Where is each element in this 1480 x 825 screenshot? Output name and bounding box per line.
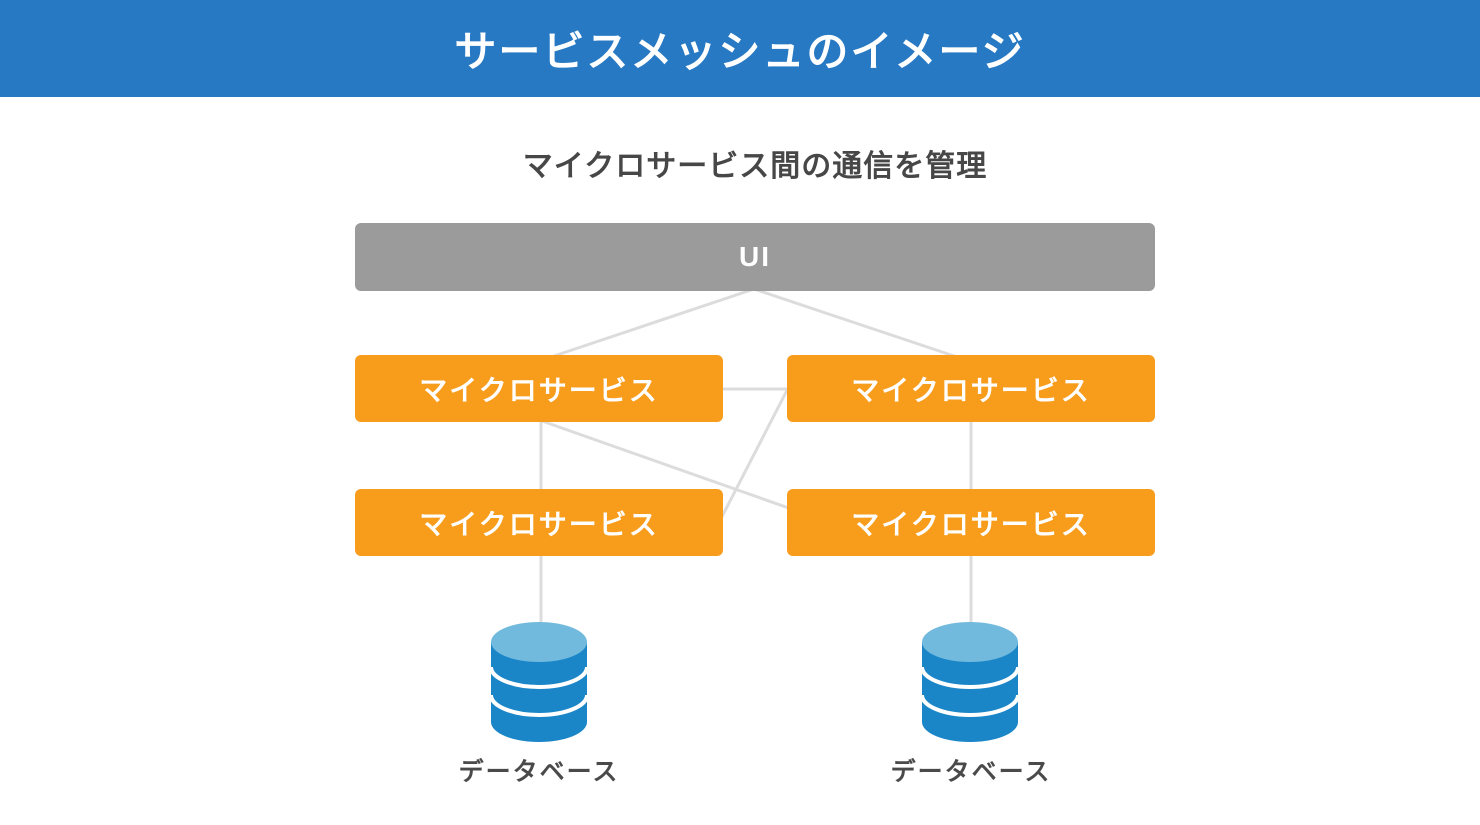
database-label: データベース (890, 758, 1052, 786)
ui-box: UI (355, 223, 1155, 291)
connector-ui-ms1 (544, 287, 755, 361)
page-title: サービスメッシュのイメージ (454, 28, 1026, 75)
microservice-box-2: マイクロサービス (787, 355, 1155, 422)
connector-ms2-ms3 (708, 364, 802, 541)
microservice-box-1: マイクロサービス (355, 355, 723, 422)
microservice-box-3: マイクロサービス (355, 489, 723, 556)
database-label: データベース (458, 758, 620, 786)
microservice-box-4: マイクロサービス (787, 489, 1155, 556)
database-icon (920, 622, 1020, 742)
connector-ms1-ms4 (541, 419, 801, 514)
diagram-subtitle: マイクロサービス間の通信を管理 (522, 150, 988, 183)
connector-ui-ms2 (753, 287, 964, 361)
header-bar: サービスメッシュのイメージ (0, 0, 1480, 97)
database-icon (489, 622, 589, 742)
